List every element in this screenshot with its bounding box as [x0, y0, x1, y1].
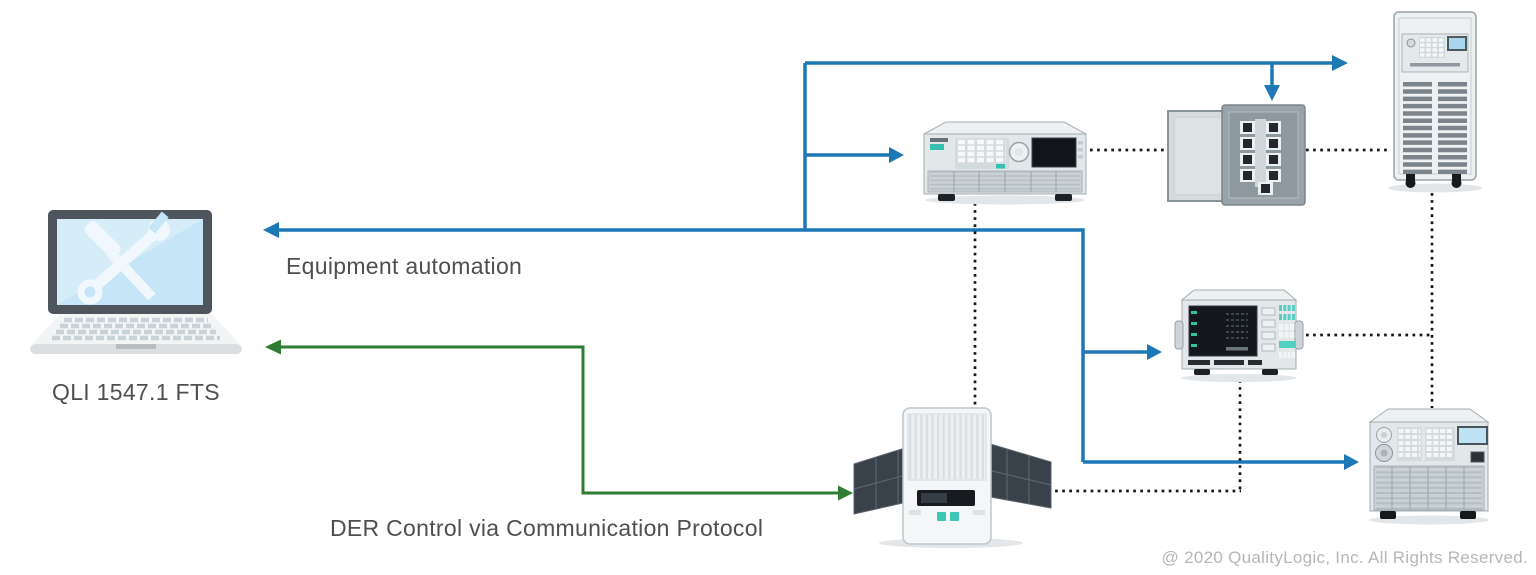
- wiring-dotted-lines: [973, 148, 1434, 493]
- solar-inverter-icon: [853, 407, 1052, 548]
- laptop-caption: QLI 1547.1 FTS: [52, 379, 220, 405]
- power-analyzer-icon: [1174, 289, 1304, 382]
- automation-arrowheads: [263, 55, 1359, 470]
- keypad: [958, 139, 1006, 163]
- equipment-automation-lines: [263, 55, 1359, 470]
- der-arrowheads: [265, 339, 853, 501]
- breakers: [1240, 121, 1281, 195]
- keypad: [1398, 429, 1454, 457]
- teal-keys: [1279, 305, 1296, 358]
- equipment-rack-icon: [1388, 11, 1482, 193]
- breaker-panel-icon: [1167, 104, 1306, 206]
- dc-power-supply-icon: [1368, 408, 1490, 525]
- laptop-tools-icon: [30, 210, 242, 354]
- ac-power-source-icon: [923, 121, 1087, 205]
- instrument-display: [1031, 137, 1077, 168]
- rack-screen: [1447, 36, 1467, 51]
- supply-display: [1459, 428, 1486, 443]
- der-control-label: DER Control via Communication Protocol: [330, 515, 764, 541]
- rack-vents: [1403, 82, 1467, 174]
- der-control-lines: [265, 339, 853, 501]
- tools-icon: [77, 211, 170, 305]
- copyright-text: @ 2020 QualityLogic, Inc. All Rights Res…: [1161, 548, 1528, 567]
- casters: [1405, 174, 1462, 188]
- automation-label: Equipment automation: [286, 253, 523, 279]
- keyboard: [52, 317, 220, 341]
